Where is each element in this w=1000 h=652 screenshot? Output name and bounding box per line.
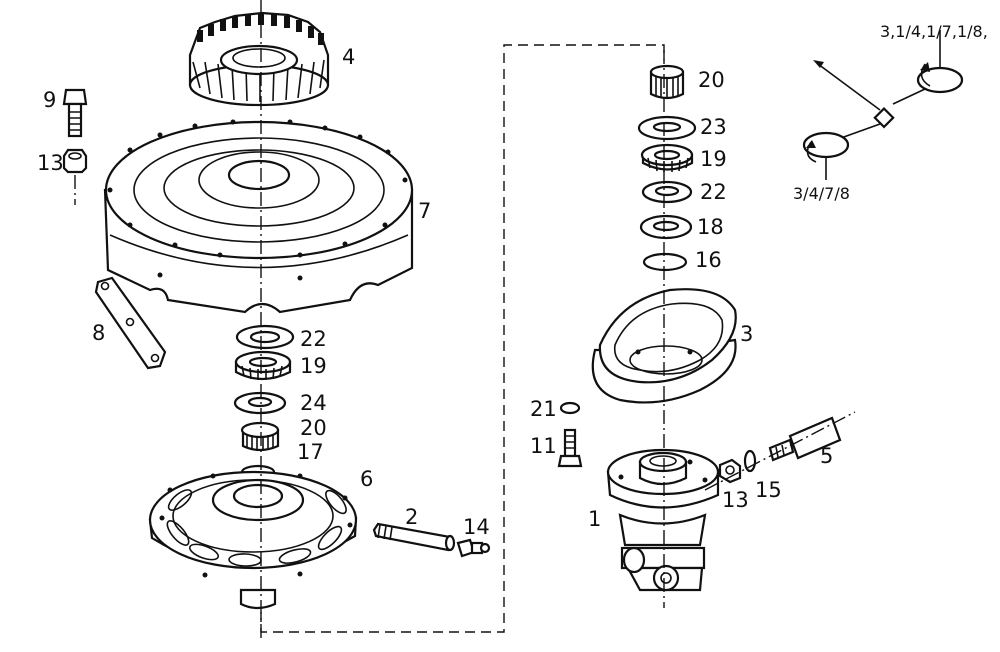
callout-24: 24 — [300, 391, 327, 415]
callout-14: 14 — [463, 515, 490, 539]
nut-part-13-left — [62, 148, 88, 205]
callout-19-right: 19 — [700, 147, 727, 171]
strap-part-8 — [94, 276, 167, 370]
callout-20-left: 20 — [300, 416, 327, 440]
callout-13-right: 13 — [722, 488, 749, 512]
callout-23: 23 — [700, 115, 727, 139]
washer-part-22-right — [641, 180, 693, 204]
o-ring-part-16 — [642, 252, 688, 272]
washer-part-21 — [559, 401, 581, 415]
bevel-gear-part-4 — [188, 11, 330, 107]
needle-bearing-part-20-left — [240, 421, 280, 452]
callout-20-right: 20 — [698, 68, 725, 92]
callout-15: 15 — [755, 478, 782, 502]
callout-21: 21 — [530, 397, 557, 421]
callout-6: 6 — [360, 467, 373, 491]
nut-part-13-right — [718, 458, 742, 484]
pin-part-2 — [372, 522, 456, 552]
rotation-label-lower: 3/4/7/8 — [793, 184, 850, 203]
callout-5: 5 — [820, 444, 833, 468]
callout-2: 2 — [405, 505, 418, 529]
callout-8: 8 — [92, 321, 105, 345]
pin-part-5 — [768, 416, 842, 462]
rotation-schematic — [802, 30, 964, 180]
washer-part-18 — [639, 214, 693, 240]
grease-nipple-part-14 — [456, 538, 491, 558]
callout-11: 11 — [530, 434, 557, 458]
disc-part-7 — [103, 119, 414, 314]
washer-part-15 — [743, 449, 757, 473]
rotation-label-upper: 3,1/4,1/7,1/8, — [880, 22, 988, 41]
callout-18: 18 — [697, 215, 724, 239]
bearing-part-19-right — [640, 143, 694, 172]
needle-bearing-part-20-right — [649, 64, 685, 100]
washer-part-23 — [637, 115, 697, 141]
pivot-housing-part-1 — [606, 448, 720, 592]
bolt-part-9 — [62, 88, 88, 138]
callout-22-left: 22 — [300, 327, 327, 351]
callout-22-right: 22 — [700, 180, 727, 204]
washer-part-22-left — [235, 324, 295, 350]
callout-19-left: 19 — [300, 354, 327, 378]
base-plate-part-6 — [148, 470, 358, 610]
callout-13-left: 13 — [37, 151, 64, 175]
callout-labels: 4 9 13 7 8 22 19 24 20 17 6 2 14 20 23 1… — [37, 45, 833, 539]
callout-3: 3 — [740, 322, 753, 346]
callout-9: 9 — [43, 88, 56, 112]
bearing-part-19-left — [234, 350, 292, 381]
callout-17: 17 — [297, 440, 324, 464]
callout-7: 7 — [418, 199, 431, 223]
callout-16: 16 — [695, 248, 722, 272]
callout-1: 1 — [588, 507, 601, 531]
washer-part-24 — [233, 391, 287, 415]
bolt-part-11 — [557, 428, 583, 468]
callout-4: 4 — [342, 45, 355, 69]
